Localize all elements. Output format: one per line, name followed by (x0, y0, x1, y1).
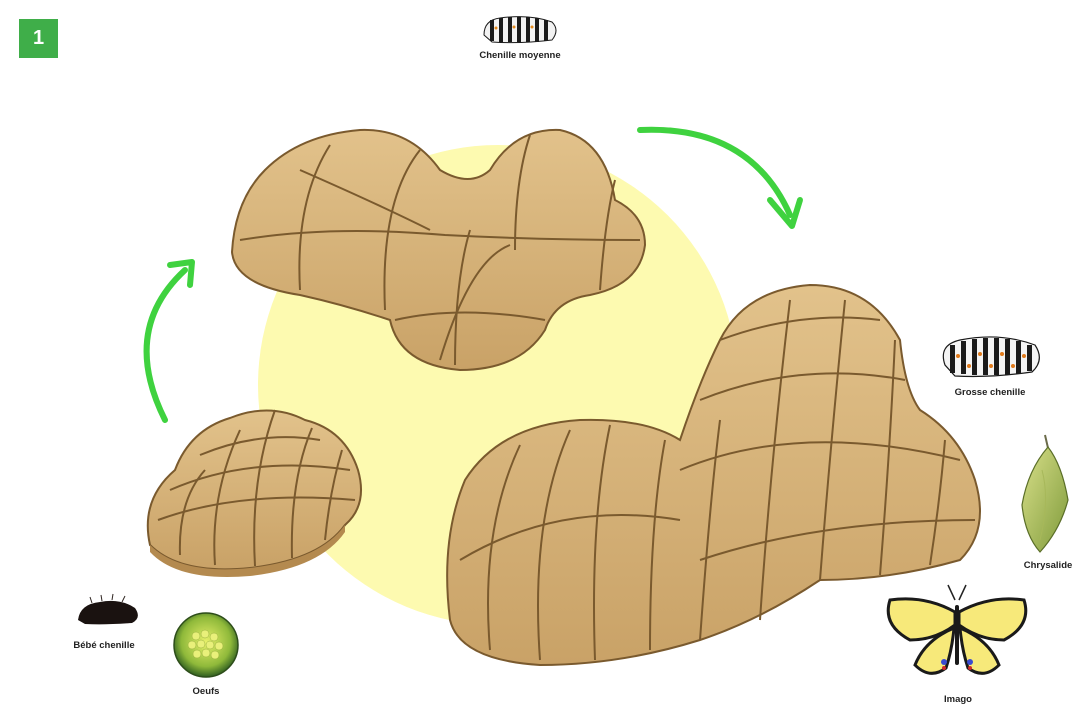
label-grosse-chenille: Grosse chenille (955, 387, 1026, 398)
medium-caterpillar-icon (484, 17, 556, 43)
label-oeufs: Oeufs (193, 686, 220, 697)
step-badge: 1 (19, 19, 58, 58)
butterfly-icon (888, 585, 1026, 673)
arrow-right-icon (640, 130, 790, 215)
label-bebe-chenille: Bébé chenille (73, 640, 134, 651)
label-chrysalide: Chrysalide (1024, 560, 1073, 571)
baby-caterpillar-icon (78, 594, 138, 624)
label-imago: Imago (944, 694, 972, 705)
arrow-up-icon (147, 270, 185, 420)
label-chenille-moyenne: Chenille moyenne (479, 50, 560, 61)
big-caterpillar-icon (943, 337, 1039, 377)
eggs-icon (174, 613, 238, 677)
chrysalis-icon (1022, 435, 1068, 552)
